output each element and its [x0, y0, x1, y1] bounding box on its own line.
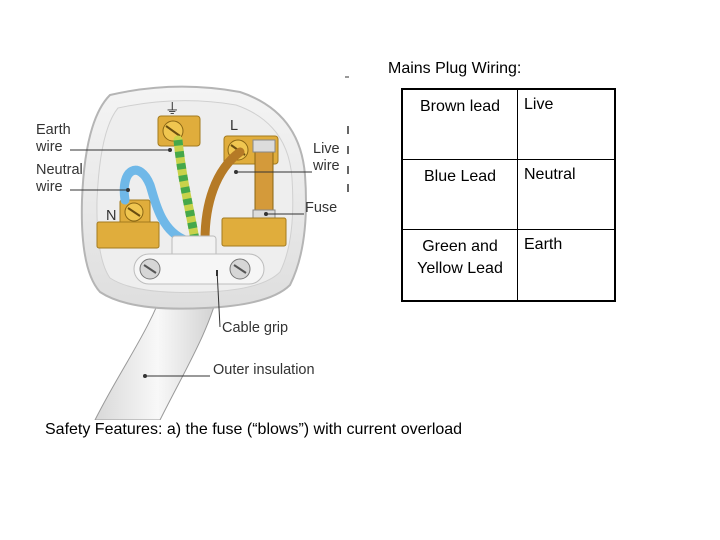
fuse-label: Fuse: [305, 200, 337, 216]
earth-wire-stripes: [173, 139, 200, 241]
neutral-terminal-label: N: [106, 208, 116, 224]
outer-insulation-label: Outer insulation: [213, 362, 315, 378]
terminal-cell: Live: [517, 88, 616, 160]
safety-features-text: Safety Features: a) the fuse (“blows”) w…: [45, 421, 463, 438]
neutral-pin: [96, 221, 160, 249]
earth-wire-label-1: Earth: [36, 122, 71, 138]
live-wire: [200, 147, 245, 245]
table-row: Brown lead Live: [401, 88, 616, 160]
table-row: Green and Yellow Lead Earth: [401, 228, 616, 302]
terminal-cell: Neutral: [517, 158, 616, 230]
cable-grip: [133, 253, 265, 285]
live-wire-label-2: wire: [312, 158, 340, 174]
earth-wire-label-2: wire: [35, 139, 63, 155]
cable-grip-label: Cable grip: [222, 320, 288, 336]
neutral-wire-label-1: Neutral: [36, 162, 83, 178]
wire-color-cell: Blue Lead: [401, 158, 518, 230]
live-terminal-label: L: [230, 118, 238, 134]
wire-color-cell: Brown lead: [401, 88, 518, 160]
terminal-cell: Earth: [517, 228, 616, 302]
cable-grip-leader: [216, 269, 221, 328]
live-pin: [221, 217, 287, 247]
neutral-wire: [119, 165, 190, 245]
table-row: Blue Lead Neutral: [401, 158, 616, 230]
neutral-wire-label-2: wire: [35, 179, 63, 195]
plug-diagram: ⏚ L N Earth wire Neutral wire Live wire …: [35, 76, 349, 420]
wire-color-cell: Green and Yellow Lead: [401, 228, 518, 302]
earth-symbol: ⏚: [165, 101, 180, 118]
wiring-table: Brown lead Live Blue Lead Neutral Green …: [401, 88, 616, 302]
outer-cable: [94, 284, 221, 420]
table-title: Mains Plug Wiring:: [388, 60, 522, 77]
live-wire-label-1: Live: [313, 141, 340, 157]
